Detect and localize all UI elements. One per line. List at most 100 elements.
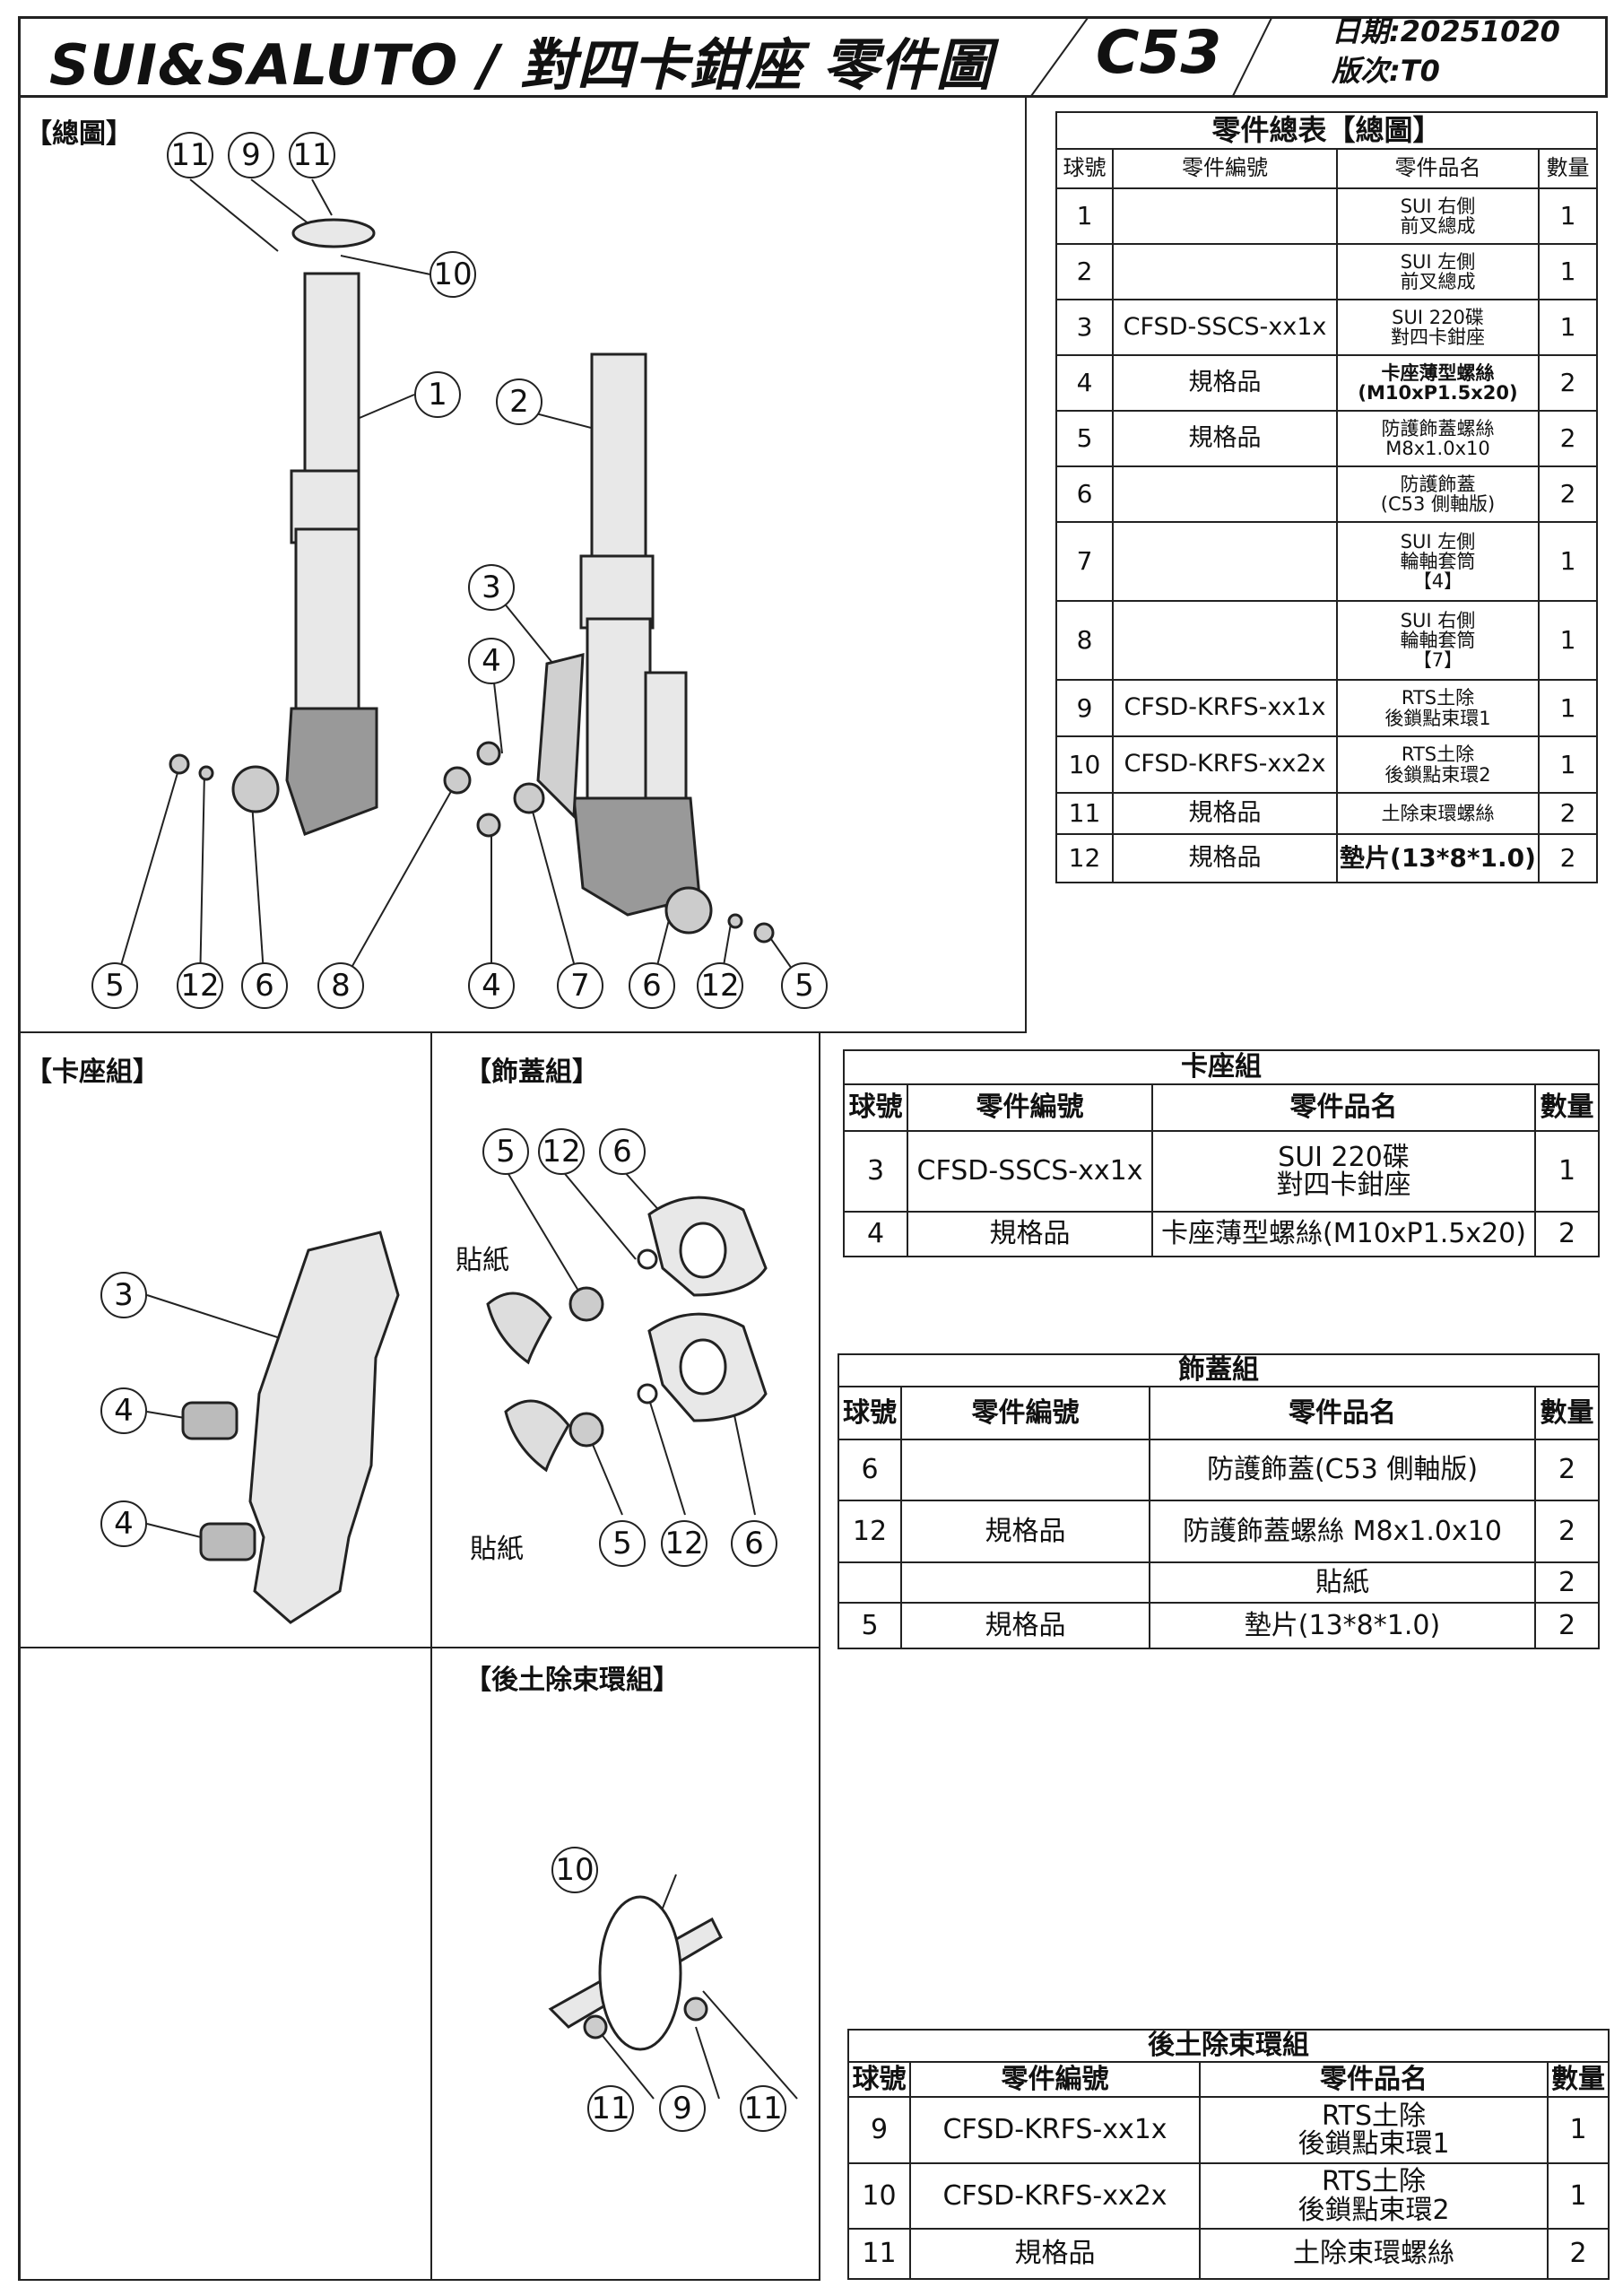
- table-cell: 1: [1055, 187, 1114, 245]
- balloon-overview: 3: [468, 564, 515, 611]
- balloon-overview: 6: [629, 962, 675, 1009]
- table-title-row: 後土除束環組: [847, 2029, 1610, 2063]
- table-cell: RTS土除 後鎖點束環2: [1336, 735, 1540, 794]
- table-cell: 2: [1538, 792, 1598, 835]
- table-header-row: 球號零件編號零件品名數量: [847, 2061, 1610, 2098]
- balloon-cover: 5: [599, 1520, 646, 1567]
- table-cell: 1: [1538, 521, 1598, 602]
- table-cell: CFSD-KRFS-xx1x: [909, 2096, 1201, 2164]
- table-cell: 墊片(13*8*1.0): [1336, 833, 1540, 883]
- balloon-overview: 2: [496, 378, 542, 425]
- balloon-caliper: 4: [100, 1387, 147, 1434]
- sticker-label: 貼紙: [470, 1534, 524, 1565]
- table-cell: 防護飾蓋 (C53 側軸版): [1336, 465, 1540, 523]
- balloon-overview: 9: [228, 132, 274, 178]
- table-cell: SUI 右側 前叉總成: [1336, 187, 1540, 245]
- table-cell: 1: [1534, 1130, 1600, 1213]
- column-header: 零件品名: [1151, 1083, 1536, 1132]
- drawing-title: SUI&SALUTO / 對四卡鉗座 零件圖: [49, 32, 993, 98]
- table-cell: CFSD-KRFS-xx1x: [1112, 679, 1338, 737]
- table-cell: RTS土除 後鎖點束環1: [1336, 679, 1540, 737]
- frame-bottom: [18, 2279, 820, 2281]
- table-cell: 卡座薄型螺絲(M10xP1.5x20): [1151, 1211, 1536, 1257]
- balloon-rear: 11: [740, 2085, 786, 2132]
- table-cell: 規格品: [1112, 410, 1338, 467]
- column-header: 數量: [1534, 1386, 1600, 1440]
- table-cell: 規格品: [909, 2228, 1201, 2280]
- table-cell: 4: [843, 1211, 908, 1257]
- table-cell: 2: [1534, 1561, 1600, 1604]
- column-header: 零件品名: [1336, 148, 1540, 189]
- balloon-rear: 9: [659, 2085, 706, 2132]
- clamp: [291, 218, 376, 248]
- table-cell: 1: [1538, 600, 1598, 681]
- small-parts: [169, 741, 775, 944]
- version-label: 版次:T0: [1332, 54, 1440, 88]
- table-cell: 防護飾蓋(C53 側軸版): [1149, 1439, 1536, 1501]
- section-rear-label: 【後土除束環組】: [464, 1665, 680, 1696]
- table-cell: 10: [1055, 735, 1114, 794]
- balloon-rear: 11: [587, 2085, 634, 2132]
- balloon-overview: 7: [557, 962, 603, 1009]
- table-cell: 9: [847, 2096, 911, 2164]
- overview-drawing: [114, 178, 805, 987]
- table-header-row: 球號零件編號零件品名數量: [843, 1083, 1600, 1132]
- divider: [18, 1647, 820, 1648]
- table-cell: 土除束環螺絲: [1199, 2228, 1549, 2280]
- column-header: 球號: [843, 1083, 908, 1132]
- table-cell: 規格品: [1112, 354, 1338, 412]
- table-cell: SUI 右側 輪軸套筒 【7】: [1336, 600, 1540, 681]
- table-cell: [838, 1561, 902, 1604]
- table-cell: 防護飾蓋螺絲 M8x1.0x10: [1149, 1500, 1536, 1563]
- table-cell: [1112, 600, 1338, 681]
- table-cell: 12: [1055, 833, 1114, 883]
- table-cell: 1: [1538, 243, 1598, 300]
- table-cell: SUI 左側 前叉總成: [1336, 243, 1540, 300]
- table-title-row: 零件總表【總圖】: [1055, 111, 1598, 150]
- balloon-cover: 12: [661, 1520, 707, 1567]
- table-cell: 卡座薄型螺絲 (M10xP1.5x20): [1336, 354, 1540, 412]
- header-slants: [1030, 17, 1272, 97]
- table-title: 零件總表【總圖】: [1055, 111, 1598, 150]
- table-cell: 10: [847, 2162, 911, 2230]
- table-cell: SUI 220碟 對四卡鉗座: [1336, 299, 1540, 356]
- table-cell: 4: [1055, 354, 1114, 412]
- table-cell: 防護飾蓋螺絲 M8x1.0x10: [1336, 410, 1540, 467]
- balloon-overview: 6: [241, 962, 288, 1009]
- rear-clamp-drawing: [548, 1874, 798, 2100]
- balloon-overview: 11: [289, 132, 335, 178]
- table-cell: 6: [838, 1439, 902, 1501]
- sticker-label: 貼紙: [456, 1245, 509, 1276]
- table-cell: CFSD-SSCS-xx1x: [1112, 299, 1338, 356]
- frame-left: [18, 16, 21, 2281]
- table-cell: SUI 左側 輪軸套筒 【4】: [1336, 521, 1540, 602]
- table-cell: 6: [1055, 465, 1114, 523]
- table-cell: 土除束環螺絲: [1336, 792, 1540, 835]
- table-cell: 1: [1538, 187, 1598, 245]
- balloon-overview: 5: [781, 962, 828, 1009]
- table-header-row: 球號零件編號零件品名數量: [1055, 148, 1598, 189]
- table-cell: 規格品: [900, 1500, 1150, 1563]
- left-fork: [536, 352, 701, 917]
- table-cell: 1: [1547, 2162, 1610, 2230]
- table-title-row: 卡座組: [843, 1049, 1600, 1085]
- table-title: 飾蓋組: [838, 1353, 1600, 1387]
- header-bottom: [18, 95, 1608, 98]
- table-cell: 規格品: [1112, 792, 1338, 835]
- column-header: 球號: [838, 1386, 902, 1440]
- divider: [1025, 95, 1027, 1033]
- table-cell: 規格品: [1112, 833, 1338, 883]
- table-cell: [900, 1439, 1150, 1501]
- column-header: 數量: [1538, 148, 1598, 189]
- table-cell: 3: [1055, 299, 1114, 356]
